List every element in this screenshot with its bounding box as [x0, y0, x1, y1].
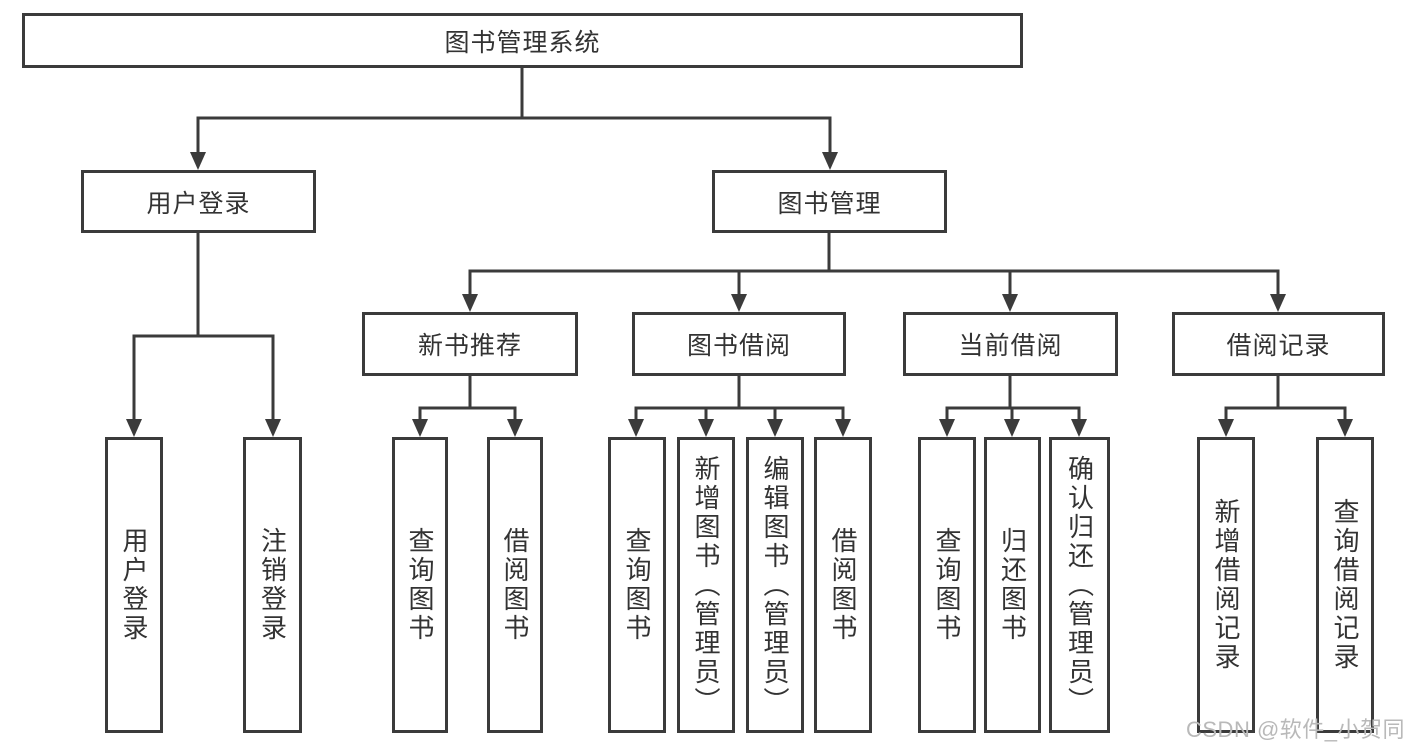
arrowhead — [767, 419, 783, 437]
leaf-confirm-return-admin-label: 确认归还（管理员） — [1064, 454, 1095, 716]
arrowhead — [1337, 419, 1353, 437]
arrowhead — [1002, 294, 1018, 312]
edge-root-stem — [196, 66, 832, 120]
leaf-user-login-label: 用户登录 — [119, 527, 149, 643]
leaf-query-borrow-record: 查询借阅记录 — [1316, 437, 1374, 733]
leaf-borrow-books-borrowing: 借阅图书 — [814, 437, 872, 733]
leaf-query-books-recommend-label: 查询图书 — [405, 527, 435, 643]
node-library-system-label: 图书管理系统 — [444, 28, 601, 57]
leaf-return-books-label: 归还图书 — [997, 527, 1028, 643]
node-current-borrowing: 当前借阅 — [903, 312, 1118, 376]
leaf-borrow-books-recommend: 借阅图书 — [487, 437, 543, 733]
arrowhead — [698, 419, 714, 437]
leaf-edit-books-admin: 编辑图书（管理员） — [746, 437, 804, 733]
arrowhead — [1004, 419, 1020, 437]
arrowhead — [1218, 419, 1234, 437]
arrowhead — [731, 294, 747, 312]
leaf-logout: 注销登录 — [243, 437, 302, 733]
leaf-query-books-recommend: 查询图书 — [392, 437, 448, 733]
edge-borrowing-stem — [634, 374, 845, 410]
leaf-confirm-return-admin: 确认归还（管理员） — [1049, 437, 1110, 733]
arrowhead — [462, 294, 478, 312]
leaf-add-borrow-record: 新增借阅记录 — [1197, 437, 1255, 733]
arrowhead — [190, 152, 206, 170]
node-book-management: 图书管理 — [712, 170, 947, 233]
leaf-add-books-admin: 新增图书（管理员） — [677, 437, 735, 733]
node-current-borrowing-label: 当前借阅 — [958, 332, 1063, 360]
arrowhead — [1270, 294, 1286, 312]
leaf-return-books: 归还图书 — [984, 437, 1041, 733]
arrowhead — [1071, 419, 1087, 437]
arrowhead — [628, 419, 644, 437]
node-user-login-label: 用户登录 — [146, 189, 251, 218]
node-new-book-recommendation: 新书推荐 — [362, 312, 578, 376]
leaf-logout-label: 注销登录 — [257, 527, 288, 643]
node-user-login: 用户登录 — [81, 170, 316, 233]
arrowhead — [835, 419, 851, 437]
node-borrowing-records: 借阅记录 — [1172, 312, 1385, 376]
edge-current-stem — [945, 374, 1081, 410]
arrowhead — [507, 419, 523, 437]
watermark: CSDN @软件_小贺同学 — [1186, 717, 1405, 742]
edge-user-login-stem — [132, 231, 275, 338]
node-book-borrowing-label: 图书借阅 — [686, 332, 791, 360]
node-borrowing-records-label: 借阅记录 — [1226, 332, 1331, 360]
arrowhead — [822, 152, 838, 170]
arrowhead — [412, 419, 428, 437]
edge-book-mgmt-stem — [468, 231, 1280, 273]
arrowhead — [265, 419, 281, 437]
node-new-book-recommendation-label: 新书推荐 — [417, 332, 522, 360]
arrowhead — [126, 419, 142, 437]
edge-new-book-stem — [418, 374, 517, 410]
node-book-management-label: 图书管理 — [777, 189, 882, 218]
arrowhead — [939, 419, 955, 437]
node-book-borrowing: 图书借阅 — [632, 312, 846, 376]
leaf-query-books-borrowing-label: 查询图书 — [622, 527, 652, 643]
leaf-borrow-books-recommend-label: 借阅图书 — [500, 527, 530, 643]
leaf-query-books-current-label: 查询图书 — [932, 527, 962, 643]
leaf-query-borrow-record-label: 查询借阅记录 — [1330, 498, 1360, 672]
leaf-add-books-admin-label: 新增图书（管理员） — [691, 454, 721, 716]
node-library-system: 图书管理系统 — [22, 13, 1023, 68]
leaf-query-books-current: 查询图书 — [918, 437, 976, 733]
edge-records-stem — [1224, 374, 1347, 410]
leaf-user-login: 用户登录 — [105, 437, 163, 733]
leaf-query-books-borrowing: 查询图书 — [608, 437, 666, 733]
leaf-edit-books-admin-label: 编辑图书（管理员） — [760, 454, 790, 716]
leaf-add-borrow-record-label: 新增借阅记录 — [1211, 498, 1241, 672]
leaf-borrow-books-borrowing-label: 借阅图书 — [828, 527, 858, 643]
